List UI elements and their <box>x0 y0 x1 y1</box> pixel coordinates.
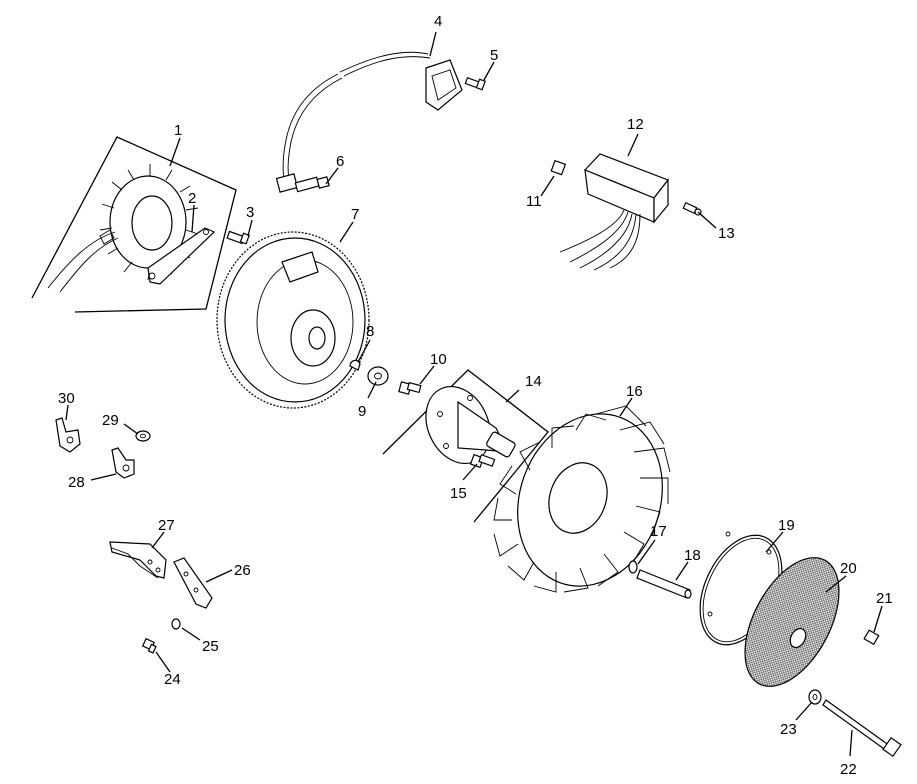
callout-7: 7 <box>351 206 359 223</box>
callout-30: 30 <box>58 390 75 407</box>
hub-icon <box>425 385 516 465</box>
callout-4: 4 <box>434 13 442 30</box>
callout-labels: 1 2 3 4 5 6 7 8 9 10 11 12 13 14 15 16 1… <box>58 13 893 778</box>
bracket-icon <box>109 541 167 579</box>
flywheel-icon <box>216 231 370 409</box>
plug-boot-icon <box>275 173 330 193</box>
regulator-icon <box>559 153 669 271</box>
fan-icon <box>493 405 671 593</box>
callout-20: 20 <box>840 560 857 577</box>
callout-1: 1 <box>174 122 182 139</box>
stator-group <box>31 136 253 313</box>
nut-icon <box>863 629 880 646</box>
screw-icon <box>464 77 486 91</box>
screw-icon <box>141 637 157 654</box>
callout-22: 22 <box>840 761 857 778</box>
washer-icon <box>171 618 181 630</box>
callout-13: 13 <box>718 225 735 242</box>
small-parts-group <box>55 404 233 673</box>
flywheel-group <box>216 221 435 409</box>
screen-icon <box>744 557 840 687</box>
callout-27: 27 <box>158 517 175 534</box>
callout-28: 28 <box>68 474 85 491</box>
washer-icon <box>628 560 638 574</box>
callout-24: 24 <box>164 671 181 688</box>
callout-19: 19 <box>778 517 795 534</box>
bolt-icon <box>822 699 902 758</box>
callout-16: 16 <box>626 383 643 400</box>
bracket-icon <box>147 227 216 285</box>
pin-icon <box>636 569 692 599</box>
callout-21: 21 <box>876 590 893 607</box>
bolt-icon <box>398 381 422 395</box>
stator-icon <box>47 164 199 293</box>
bolt-icon <box>469 453 496 469</box>
callout-23: 23 <box>780 721 797 738</box>
clip-icon <box>55 417 81 453</box>
screw-icon <box>226 230 250 245</box>
hub-group <box>382 369 549 523</box>
callout-29: 29 <box>102 412 119 429</box>
fan-group <box>493 397 671 593</box>
washer-icon <box>808 689 822 705</box>
callout-15: 15 <box>450 485 467 502</box>
washer-icon <box>135 430 151 442</box>
screen-group <box>628 531 902 758</box>
nut-icon <box>550 159 567 176</box>
regulator-group <box>540 133 717 271</box>
clip-icon <box>111 447 135 479</box>
callout-18: 18 <box>684 547 701 564</box>
callout-14: 14 <box>525 373 542 390</box>
callout-25: 25 <box>202 638 219 655</box>
callout-9: 9 <box>358 403 366 420</box>
callout-10: 10 <box>430 351 447 368</box>
module-lead-icon <box>282 51 463 183</box>
callout-2: 2 <box>188 190 196 207</box>
callout-5: 5 <box>490 47 498 64</box>
callout-3: 3 <box>246 204 254 221</box>
ignition-lead-group <box>275 31 495 193</box>
callout-17: 17 <box>650 523 667 540</box>
callout-8: 8 <box>366 323 374 340</box>
plate-icon <box>173 557 213 609</box>
key-icon <box>349 359 361 371</box>
callout-6: 6 <box>336 153 344 170</box>
callout-12: 12 <box>627 116 644 133</box>
washer-icon <box>367 366 389 386</box>
callout-26: 26 <box>234 562 251 579</box>
callout-11: 11 <box>526 193 542 210</box>
